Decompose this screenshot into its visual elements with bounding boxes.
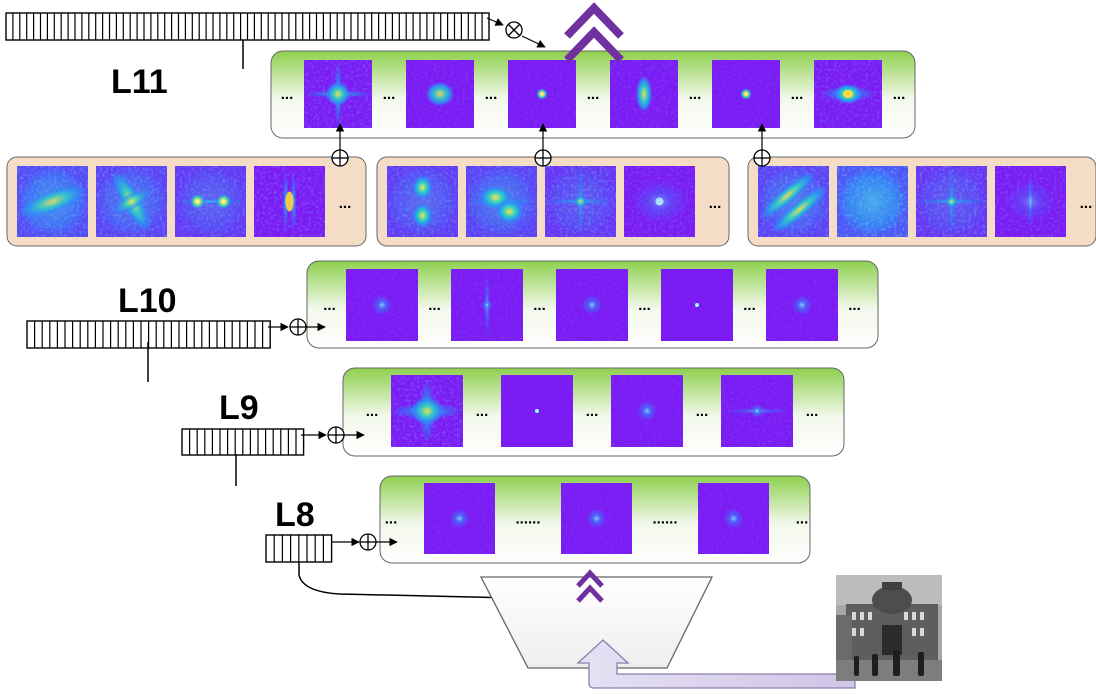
spectrum-map (837, 166, 908, 237)
ellipsis-separator: ... (796, 511, 809, 528)
combination-group: ... (6, 156, 367, 247)
spectrum-map (916, 166, 987, 237)
ellipsis-separator: ...... (515, 511, 540, 528)
l11-spectra: ..................... (281, 60, 906, 128)
ellipsis-separator: ... (709, 195, 722, 212)
ellipsis-separator: ...... (652, 511, 677, 528)
ellipsis-separator: ... (791, 86, 804, 103)
ellipsis-separator: ... (848, 297, 861, 314)
layer-l11: ..................... (270, 50, 916, 139)
ellipsis-separator: ... (893, 86, 906, 103)
spectrum-map (556, 269, 628, 341)
spectrum-map (610, 60, 678, 128)
spectrum-map (561, 483, 632, 554)
double-chevron-up-icon (576, 569, 604, 603)
l11-times-arrow (521, 35, 546, 48)
l8-spectra: .................. (385, 483, 809, 554)
spectrum-map (995, 166, 1066, 237)
ellipsis-separator: ... (806, 403, 819, 420)
spectrum-map (391, 375, 463, 447)
spectrum-map (712, 60, 780, 128)
ellipsis-separator: ... (385, 511, 398, 528)
ellipsis-separator: ... (366, 403, 379, 420)
ellipsis-separator: ... (476, 403, 489, 420)
ellipsis-separator: ... (689, 86, 702, 103)
cnn-trunk (479, 576, 714, 669)
spectrum-map (406, 60, 474, 128)
input-flow-arrow (576, 639, 856, 689)
circle-plus-icon (289, 318, 307, 336)
input-photo-icon (836, 575, 942, 681)
spectrum-map (254, 166, 325, 237)
ellipsis-separator: ... (638, 297, 651, 314)
ellipsis-separator: ... (323, 297, 336, 314)
ellipsis-separator: ... (281, 86, 294, 103)
spectrum-map (721, 375, 793, 447)
layer-l10: .................. (306, 260, 879, 349)
l8-label: L8 (275, 496, 315, 534)
ellipsis-separator: ... (485, 86, 498, 103)
combination-group: ... (376, 156, 730, 247)
spectrum-map (96, 166, 167, 237)
ellipsis-separator: ... (428, 297, 441, 314)
spectrum-map (387, 166, 458, 237)
l8-vector-to-network-curve (298, 562, 517, 599)
spectrum-map (661, 269, 733, 341)
group-connections (331, 123, 771, 167)
circle-times-icon (505, 21, 523, 39)
ellipsis-separator: ... (587, 86, 600, 103)
circle-plus-icon (359, 533, 377, 551)
layer-l8: .................. (379, 475, 811, 564)
spectrum-map (451, 269, 523, 341)
spectrum-map (814, 60, 882, 128)
l9-label: L9 (219, 389, 259, 427)
ellipsis-separator: ... (383, 86, 396, 103)
spectrum-map (501, 375, 573, 447)
spectrum-map (346, 269, 418, 341)
spectrum-map (175, 166, 246, 237)
spectrum-map (624, 166, 695, 237)
l11-vector-arrow (486, 17, 504, 26)
combination-groups: ......... (6, 156, 1096, 247)
l10-label: L10 (118, 282, 177, 320)
l9-weight-vector (181, 428, 305, 456)
spectrum-map (545, 166, 616, 237)
l8-weight-vector (265, 534, 333, 563)
l9-spectra: ............... (366, 375, 819, 447)
spectrum-map (466, 166, 537, 237)
l11-label: L11 (111, 63, 168, 101)
spectrum-map (424, 483, 495, 554)
l10-spectra: .................. (323, 269, 861, 341)
spectrum-map (508, 60, 576, 128)
circle-plus-icon (753, 123, 771, 167)
spectrum-map (17, 166, 88, 237)
l9-feature-panel (342, 367, 845, 457)
spectrum-map (698, 483, 769, 554)
circle-plus-icon (534, 123, 552, 167)
circle-plus-icon (327, 426, 345, 444)
circle-plus-icon (331, 123, 349, 167)
ellipsis-separator: ... (696, 403, 709, 420)
ellipsis-separator: ... (586, 403, 599, 420)
l10-weight-vector (26, 320, 271, 349)
spectrum-map (766, 269, 838, 341)
l11-weight-vector (5, 12, 490, 41)
ellipsis-separator: ... (339, 195, 352, 212)
ellipsis-separator: ... (1080, 195, 1093, 212)
spectrum-map (304, 60, 372, 128)
ellipsis-separator: ... (743, 297, 756, 314)
spectrum-map (758, 166, 829, 237)
spectrum-map (611, 375, 683, 447)
combination-group: ... (747, 156, 1096, 247)
double-chevron-up-icon (564, 2, 624, 63)
layer-l9: ............... (342, 367, 845, 457)
ellipsis-separator: ... (533, 297, 546, 314)
